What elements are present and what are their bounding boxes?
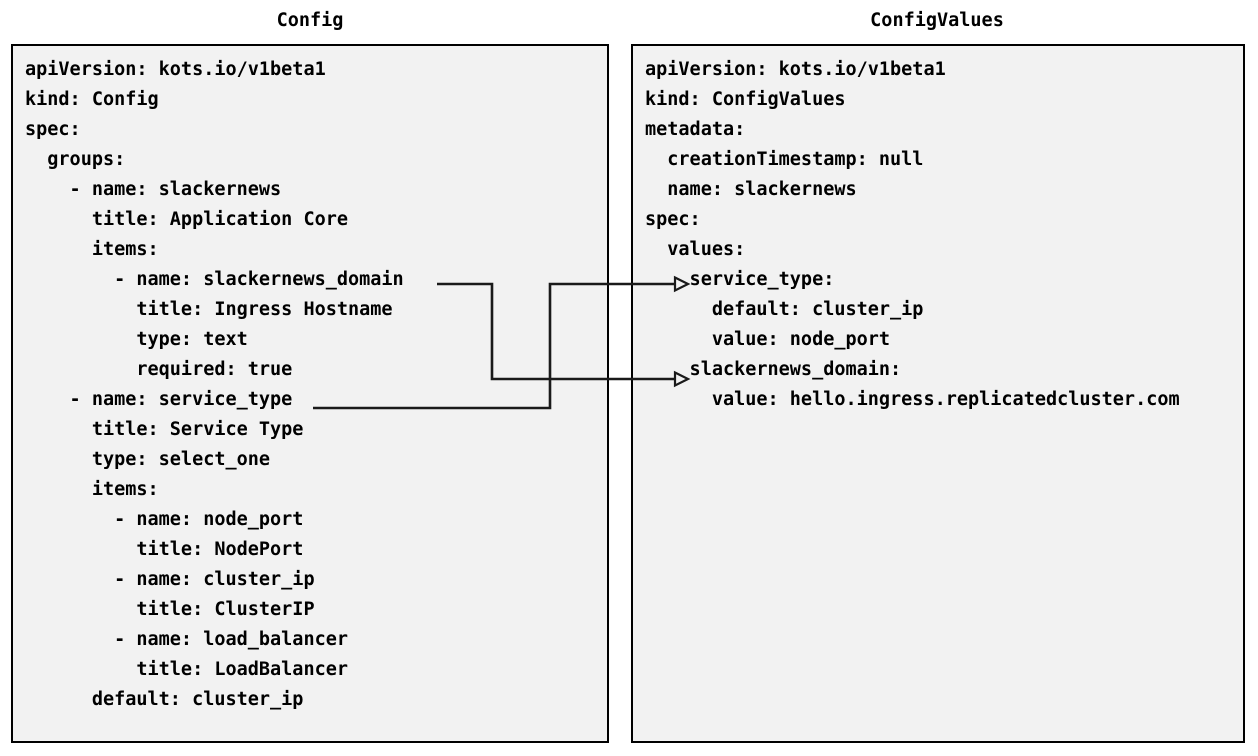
- config-yaml-code: apiVersion: kots.io/v1beta1 kind: Config…: [25, 59, 404, 710]
- configvalues-yaml-code: apiVersion: kots.io/v1beta1 kind: Config…: [645, 59, 1180, 410]
- config-panel: apiVersion: kots.io/v1beta1 kind: Config…: [11, 44, 609, 743]
- config-panel-title: Config: [276, 10, 344, 31]
- configvalues-panel-title: ConfigValues: [870, 10, 1004, 31]
- configvalues-panel: apiVersion: kots.io/v1beta1 kind: Config…: [631, 44, 1245, 743]
